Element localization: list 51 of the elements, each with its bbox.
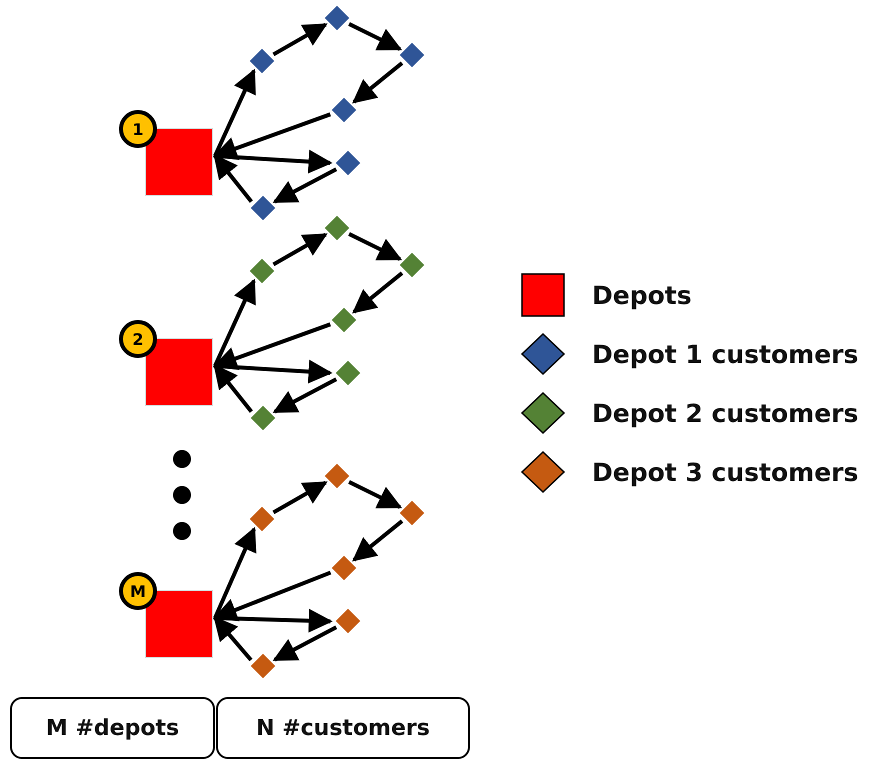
customer-diamond bbox=[399, 500, 425, 526]
arrow bbox=[272, 377, 338, 414]
count-box: M #depots bbox=[10, 697, 215, 759]
customer-diamond bbox=[331, 97, 357, 123]
arrow bbox=[272, 232, 328, 266]
arrow bbox=[213, 68, 256, 157]
arrow bbox=[352, 62, 404, 104]
customer-diamond bbox=[324, 215, 350, 241]
arrow bbox=[272, 22, 328, 56]
customer-diamond bbox=[331, 555, 357, 581]
depot-square bbox=[145, 590, 213, 658]
arrow bbox=[348, 480, 402, 509]
arrow bbox=[348, 22, 402, 51]
arrow bbox=[213, 364, 253, 413]
arrow bbox=[212, 322, 331, 370]
arrow bbox=[212, 570, 332, 622]
arrow bbox=[352, 520, 404, 562]
depot-square bbox=[145, 128, 213, 196]
legend-label: Depot 3 customers bbox=[592, 458, 858, 486]
customer-diamond bbox=[249, 506, 275, 532]
arrow bbox=[213, 278, 256, 367]
count-box: N #customers bbox=[216, 697, 470, 759]
customer-diamond bbox=[335, 608, 361, 634]
arrow bbox=[272, 480, 328, 514]
number-badge: 1 bbox=[119, 110, 157, 148]
customer-diamond bbox=[249, 48, 275, 74]
arrow bbox=[212, 112, 331, 160]
legend-label: Depot 1 customers bbox=[592, 340, 858, 368]
legend-label: Depot 2 customers bbox=[592, 398, 858, 428]
arrow bbox=[213, 616, 253, 662]
number-badge: M bbox=[119, 572, 157, 610]
arrow bbox=[213, 526, 256, 619]
customer-diamond bbox=[331, 307, 357, 333]
customer-diamond bbox=[335, 150, 361, 176]
customer-diamond bbox=[249, 258, 275, 284]
number-badge: 2 bbox=[119, 320, 157, 358]
arrow bbox=[213, 154, 253, 203]
customer-diamond bbox=[324, 5, 350, 31]
legend-label: Depots bbox=[592, 280, 692, 310]
customer-diamond bbox=[324, 463, 350, 489]
customer-diamond bbox=[250, 405, 276, 431]
arrow bbox=[348, 232, 402, 261]
customer-diamond bbox=[335, 360, 361, 386]
arrow bbox=[272, 625, 338, 662]
customer-diamond bbox=[399, 252, 425, 278]
arrow bbox=[352, 272, 404, 314]
customer-diamond bbox=[250, 653, 276, 679]
customer-diamond bbox=[250, 195, 276, 221]
depot-square bbox=[145, 338, 213, 406]
arrow bbox=[272, 167, 338, 204]
customer-diamond bbox=[399, 42, 425, 68]
